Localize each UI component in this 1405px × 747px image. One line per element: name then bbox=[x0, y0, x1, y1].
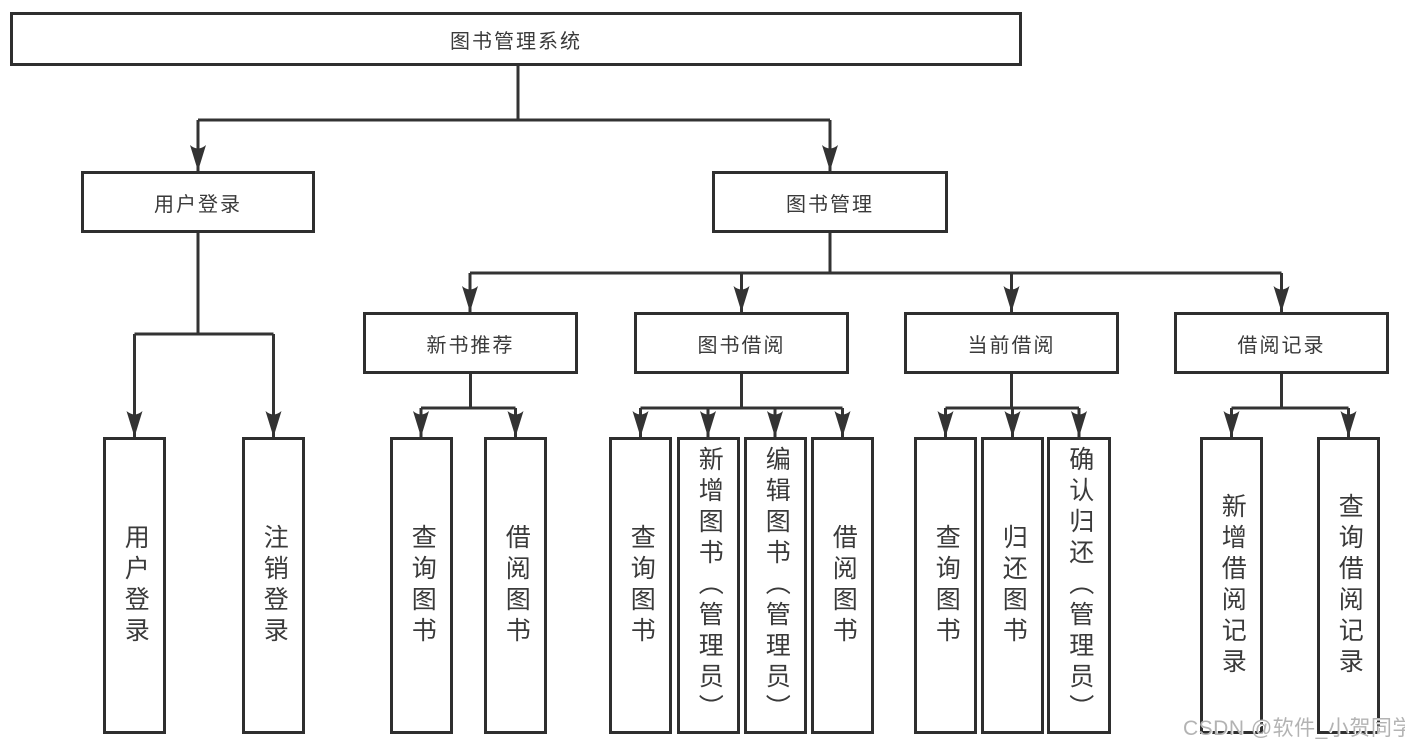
leaf-logout: 注销登录 bbox=[242, 437, 305, 734]
node-new-book-recommendation: 新书推荐 bbox=[363, 312, 578, 374]
leaf-return-books: 归还图书 bbox=[981, 437, 1044, 734]
leaf-user-login: 用户登录 bbox=[103, 437, 166, 734]
node-library-management-system: 图书管理系统 bbox=[10, 12, 1022, 66]
leaf-add-books-admin: 新增图书（管理员） bbox=[677, 437, 740, 734]
node-label: 用户登录 bbox=[121, 523, 150, 648]
node-current-borrowing: 当前借阅 bbox=[904, 312, 1119, 374]
node-label: 确认归还（管理员） bbox=[1065, 446, 1094, 725]
node-label: 图书管理系统 bbox=[450, 30, 582, 53]
leaf-borrow-books: 借阅图书 bbox=[811, 437, 874, 734]
node-book-management: 图书管理 bbox=[712, 171, 948, 233]
leaf-query-borrow-record: 查询借阅记录 bbox=[1317, 437, 1380, 734]
node-label: 借阅图书 bbox=[502, 523, 531, 648]
node-label: 注销登录 bbox=[260, 523, 289, 648]
node-label: 图书借阅 bbox=[697, 334, 786, 357]
node-label: 归还图书 bbox=[999, 523, 1028, 648]
node-book-borrowing: 图书借阅 bbox=[634, 312, 849, 374]
node-user-login: 用户登录 bbox=[81, 171, 315, 233]
node-label: 图书管理 bbox=[786, 193, 874, 216]
leaf-borrow-books-recommend: 借阅图书 bbox=[484, 437, 547, 734]
leaf-confirm-return-admin: 确认归还（管理员） bbox=[1047, 437, 1111, 734]
csdn-watermark: CSDN @软件_小贺同学 bbox=[1183, 717, 1405, 740]
node-label: 借阅图书 bbox=[829, 523, 858, 648]
leaf-query-books-borrow: 查询图书 bbox=[609, 437, 672, 734]
node-label: 查询借阅记录 bbox=[1335, 492, 1364, 679]
leaf-edit-books-admin: 编辑图书（管理员） bbox=[744, 437, 807, 734]
node-label: 新书推荐 bbox=[426, 334, 515, 357]
node-borrowing-records: 借阅记录 bbox=[1174, 312, 1389, 374]
leaf-query-books-current: 查询图书 bbox=[914, 437, 977, 734]
node-label: 查询图书 bbox=[627, 523, 656, 648]
node-label: 新增图书（管理员） bbox=[695, 446, 724, 725]
node-label: 查询图书 bbox=[408, 523, 437, 648]
node-label: 编辑图书（管理员） bbox=[762, 446, 791, 725]
node-label: 当前借阅 bbox=[967, 334, 1056, 357]
leaf-query-books-recommend: 查询图书 bbox=[390, 437, 453, 734]
leaf-add-borrow-record: 新增借阅记录 bbox=[1200, 437, 1263, 734]
node-label: 查询图书 bbox=[932, 523, 961, 648]
node-label: 新增借阅记录 bbox=[1218, 492, 1247, 679]
node-label: 借阅记录 bbox=[1237, 334, 1326, 357]
node-label: 用户登录 bbox=[154, 193, 242, 216]
